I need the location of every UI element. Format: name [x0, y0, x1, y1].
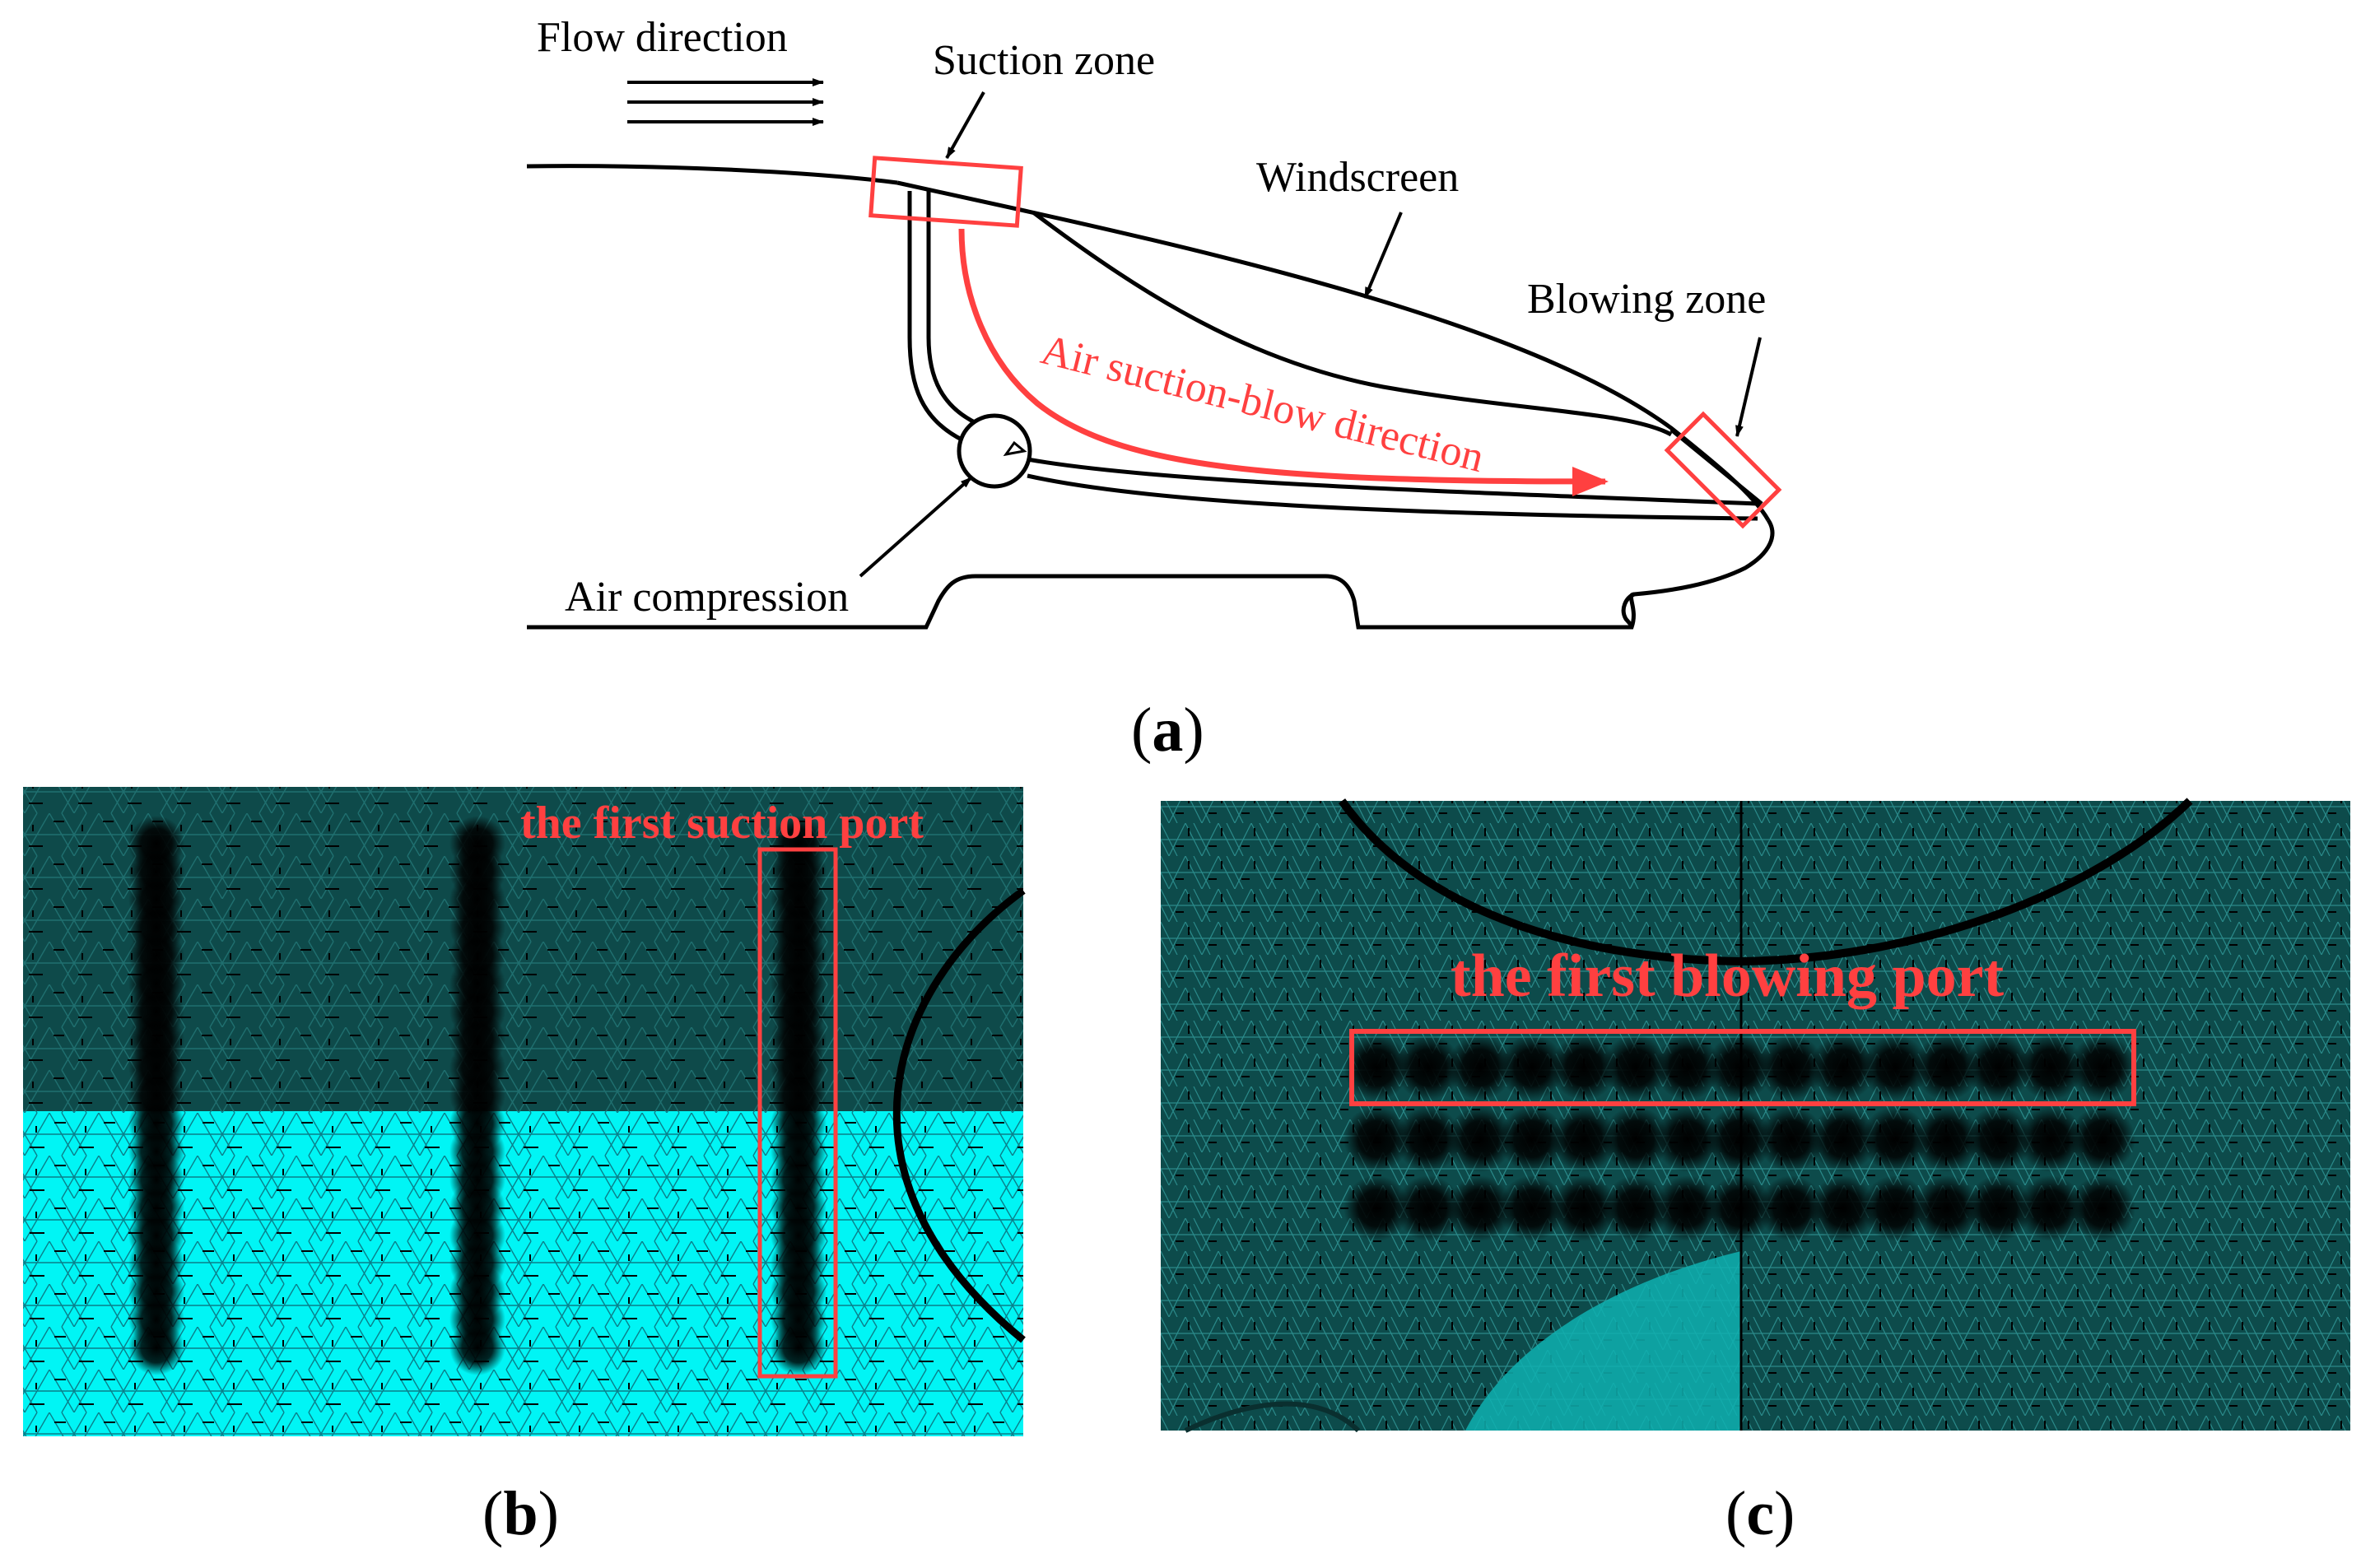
blowing-zone-label: Blowing zone: [1527, 276, 1766, 323]
blowing-port-hole: [1551, 1175, 1617, 1241]
blowing-port-hole: [1810, 1106, 1876, 1172]
blowing-port-hole: [1655, 1175, 1721, 1241]
blowing-zone-box: [1664, 411, 1782, 529]
blowing-port-hole: [1395, 1175, 1461, 1241]
blowing-port-hole: [1966, 1035, 2032, 1100]
mesh-b-upper: [23, 787, 1023, 1111]
blowing-zone-leader: [1735, 337, 1762, 437]
blowing-port-rows: [1344, 1035, 2135, 1241]
blowing-port-hole: [1810, 1175, 1876, 1241]
mesh-c-bottom-arc: [1184, 1401, 1361, 1433]
blowing-port-hole: [1447, 1035, 1513, 1100]
blowing-port-hole: [1707, 1106, 1772, 1172]
air-flow-arrow: [958, 228, 1609, 496]
blowing-port-hole: [1862, 1175, 1928, 1241]
panel-c: the first blowing port (c): [1161, 798, 2350, 1548]
windscreen-outer: [896, 180, 1771, 522]
blowing-port-hole: [2070, 1106, 2135, 1172]
blowing-port-hole: [2018, 1175, 2084, 1241]
blowing-port-hole: [1914, 1175, 1980, 1241]
blowing-port-hole: [1344, 1175, 1409, 1241]
blowing-port-hole: [1810, 1035, 1876, 1100]
panel-b-letter: b: [503, 1479, 538, 1548]
duct-lower-1: [1027, 457, 1758, 506]
air-compression-label: Air compression: [565, 574, 849, 621]
blowing-port-hole: [1499, 1106, 1565, 1172]
blowing-port-hole: [1499, 1175, 1565, 1241]
panel-a-label: (a): [1131, 696, 1204, 765]
compressor-triangle-icon: [1003, 440, 1027, 457]
blowing-port-hole: [1395, 1035, 1461, 1100]
blowing-port-hole: [1603, 1035, 1669, 1100]
flow-direction-label: Flow direction: [537, 14, 788, 61]
air-compression-leader: [859, 476, 973, 578]
blowing-port-hole: [1758, 1175, 1824, 1241]
suction-zone-leader: [945, 91, 985, 159]
windscreen-leader: [1363, 212, 1403, 299]
blowing-port-hole: [1655, 1106, 1721, 1172]
blowing-port-hole: [1914, 1106, 1980, 1172]
blowing-port-hole: [1707, 1035, 1772, 1100]
blowing-port-hole: [1655, 1035, 1721, 1100]
blowing-port-hole: [1966, 1106, 2032, 1172]
blowing-port-hole: [1914, 1035, 1980, 1100]
mesh-b-lower: [23, 1111, 1023, 1436]
first-suction-port-box: [757, 847, 838, 1379]
panel-a: Flow direction Air compression Suction z…: [526, 14, 1782, 765]
panel-c-label: (c): [1725, 1479, 1795, 1548]
suction-port-hole: [128, 1319, 184, 1375]
panel-a-letter: a: [1152, 696, 1183, 765]
first-blowing-port-box: [1349, 1029, 2136, 1106]
blowing-port-hole: [1551, 1035, 1617, 1100]
blowing-port-hole: [1603, 1175, 1669, 1241]
flow-arrows: [627, 78, 824, 126]
blowing-port-hole: [1447, 1175, 1513, 1241]
panel-b-label: (b): [482, 1479, 559, 1548]
blowing-port-hole: [1344, 1035, 1409, 1100]
blowing-port-hole: [2018, 1106, 2084, 1172]
first-suction-port-label: the first suction port: [520, 798, 924, 849]
blowing-port-hole: [2018, 1035, 2084, 1100]
blow-nozzle: [1669, 428, 1763, 505]
blowing-port-hole: [1499, 1035, 1565, 1100]
blowing-port-hole: [1758, 1035, 1824, 1100]
duct-inner: [926, 191, 980, 426]
suction-port-columns: [128, 816, 827, 1375]
mesh-c-arc: [1338, 798, 2193, 966]
blowing-port-hole: [1862, 1035, 1928, 1100]
blowing-port-hole: [1603, 1106, 1669, 1172]
blowing-port-hole: [2070, 1175, 2135, 1241]
first-blowing-port-label: the first blowing port: [1451, 942, 2005, 1010]
blowing-port-hole: [1395, 1106, 1461, 1172]
train-nose: [1621, 519, 1775, 627]
blowing-port-hole: [1447, 1106, 1513, 1172]
mesh-b-curve: [892, 887, 1026, 1343]
suction-zone-label: Suction zone: [933, 37, 1155, 84]
suction-port-hole: [449, 1319, 505, 1375]
blowing-port-hole: [1862, 1106, 1928, 1172]
blowing-port-hole: [1551, 1106, 1617, 1172]
blowing-port-hole: [1707, 1175, 1772, 1241]
suction-port-hole: [771, 1319, 827, 1375]
panel-b: the first suction port (b): [23, 787, 1026, 1548]
blowing-port-hole: [1344, 1106, 1409, 1172]
suction-zone-box: [869, 156, 1023, 228]
panel-c-letter: c: [1746, 1479, 1774, 1548]
train-bottom: [527, 574, 1636, 630]
blowing-port-hole: [2070, 1035, 2135, 1100]
mesh-c-cyan-region: [1465, 1251, 1741, 1431]
blowing-port-hole: [1758, 1106, 1824, 1172]
duct-lower-2: [1027, 473, 1758, 521]
duct-outer: [907, 191, 965, 443]
blowing-port-hole: [1966, 1175, 2032, 1241]
windscreen-label: Windscreen: [1256, 154, 1459, 201]
windscreen-inner: [1031, 211, 1673, 437]
air-compressor: [957, 413, 1032, 489]
train-roof: [526, 164, 898, 185]
